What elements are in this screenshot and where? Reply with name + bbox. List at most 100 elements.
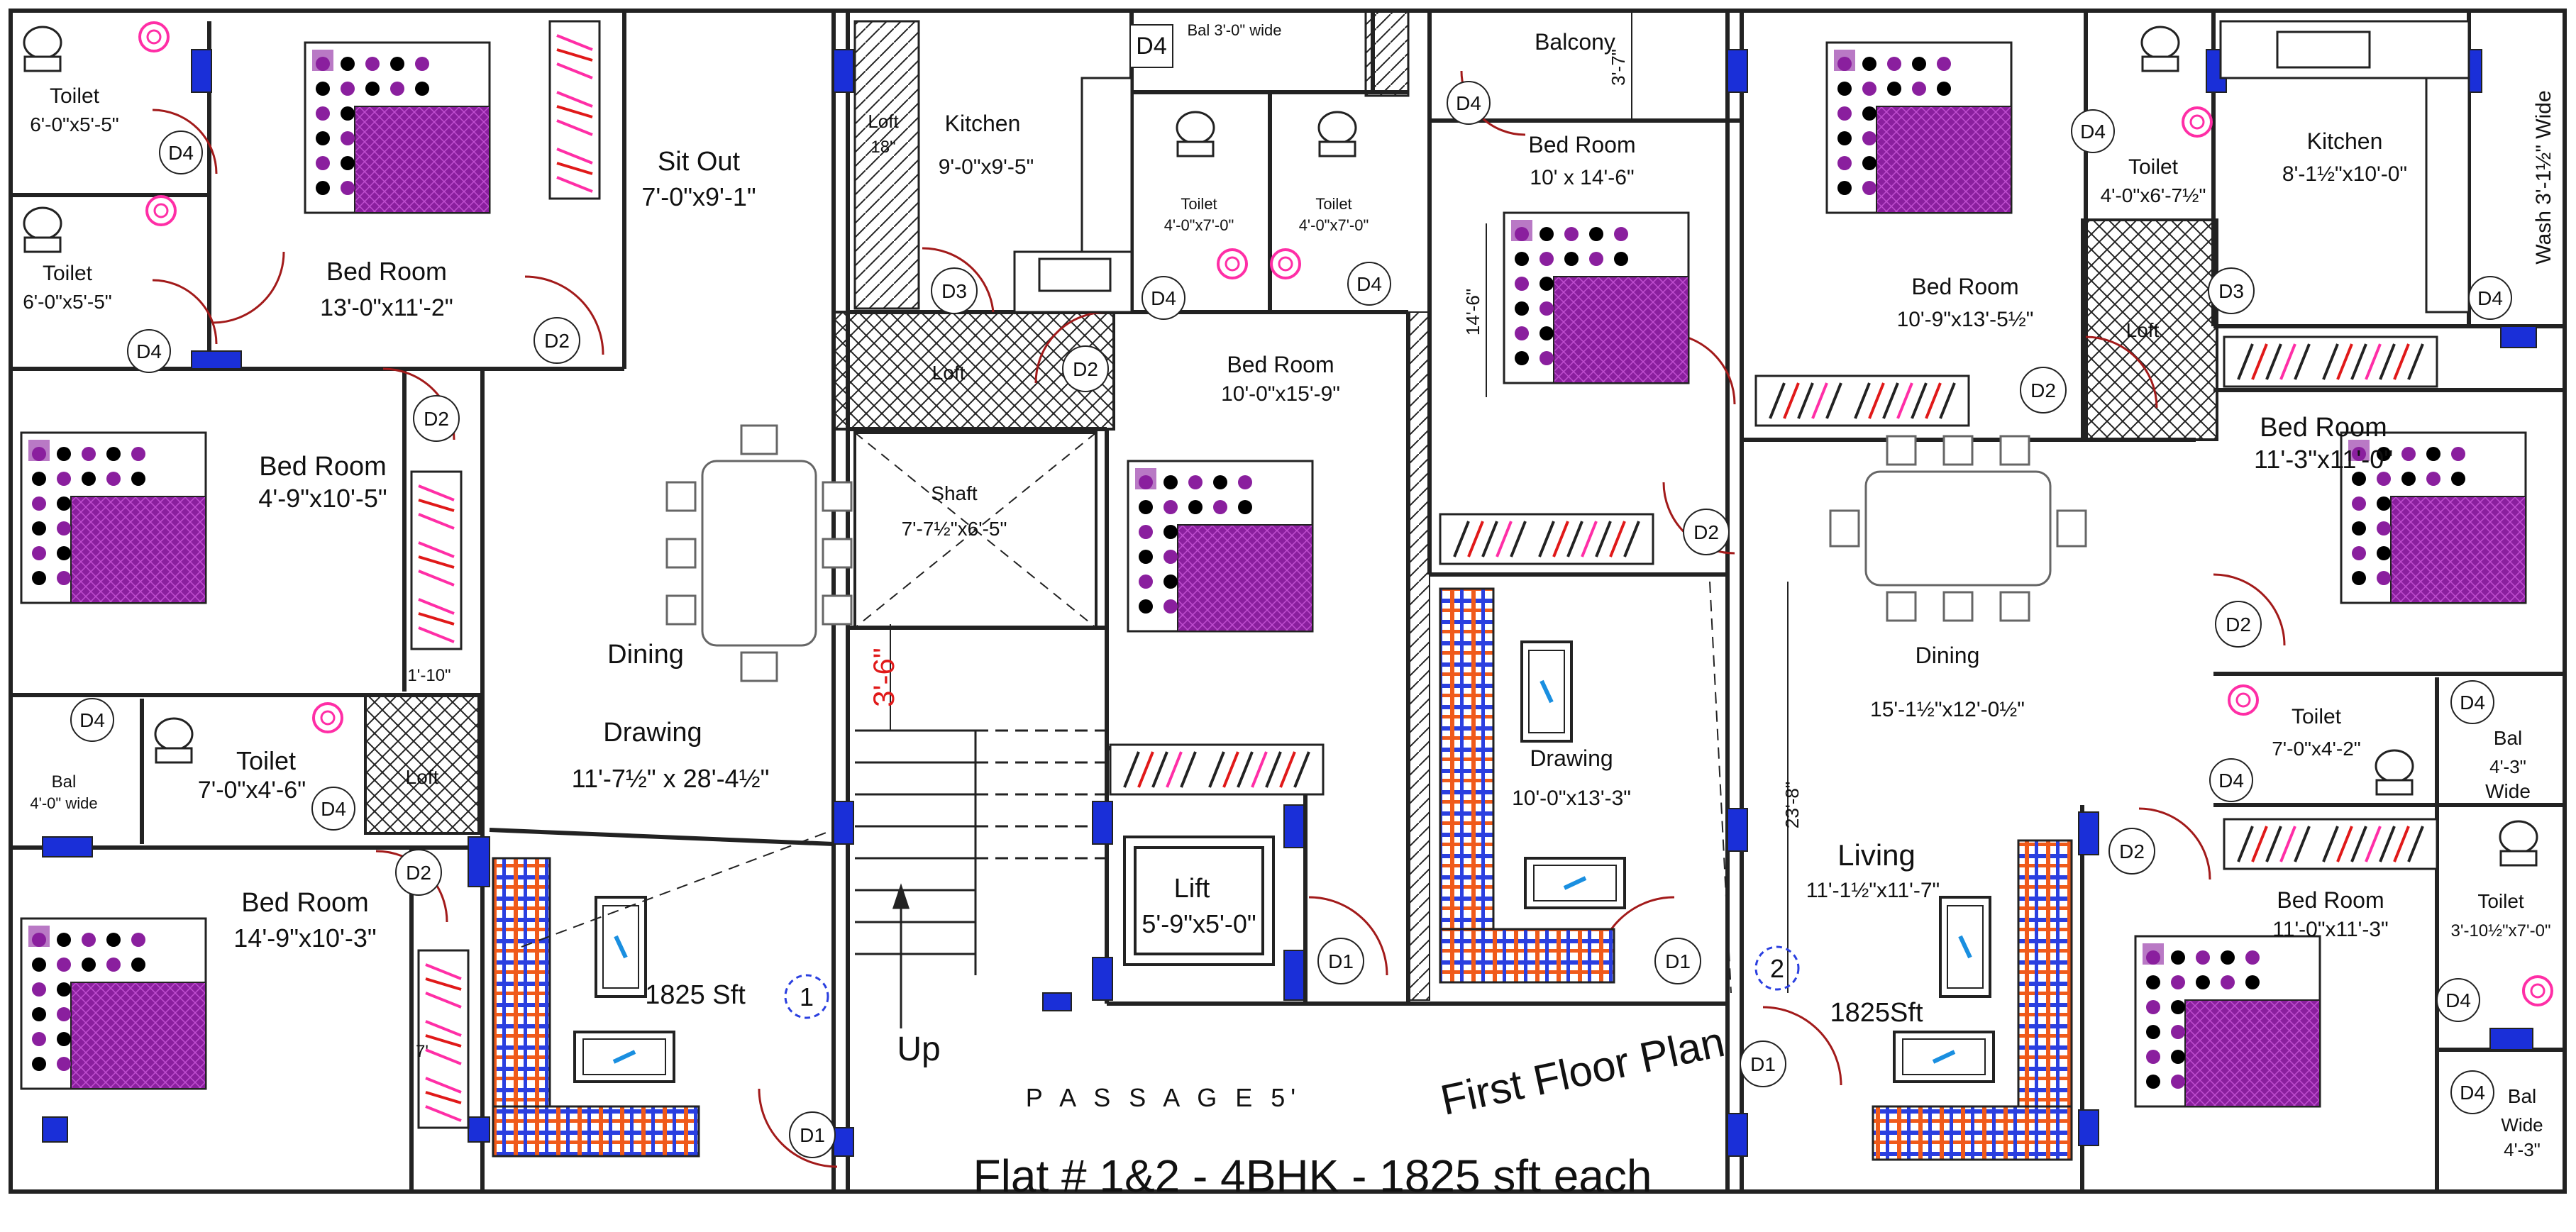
dimension-lines [521,11,1789,994]
door-label: D2 [544,330,570,352]
room-name: Dining [607,640,684,670]
room-size: 13'-0"x11'-2" [320,294,453,321]
toilet-icon [1176,111,1215,157]
loft-label: Loft [406,766,439,788]
room-name: Toilet [2477,890,2524,912]
door-tag: D4 [2468,276,2512,320]
room-name: Bal [2508,1085,2536,1107]
coffee-table-icon [575,1032,674,1082]
dim-label: 14'-6" [1462,289,1483,335]
door-tag: D4 [2436,978,2480,1022]
door-tag: D2 [395,849,442,896]
room-name: Dining [1916,643,1980,668]
door-label: D1 [800,1124,825,1146]
loft-label: Loft [932,362,966,384]
basin-icon [2182,106,2213,138]
door-label: D4 [321,798,346,820]
plan-label: First Floor Plan [1437,1018,1729,1124]
room-name: Toilet [1315,195,1351,213]
room-size: 4'-0"x7'-0" [1164,216,1234,234]
up-label: Up [897,1031,940,1068]
toilet-icon [1317,111,1357,157]
room-size: 5'-9"x5'-0" [1141,909,1256,938]
dim-label: 1'-10" [407,666,450,685]
door-label: D2 [1073,358,1098,380]
room-size: 7'-0"x9'-1" [641,182,756,211]
door-tag: D2 [2020,367,2067,414]
stair-dimension: 3'-6" [867,648,900,707]
room-name: Bed Room [241,888,369,918]
door-label: D4 [2477,287,2503,309]
door-tag: D2 [2108,828,2155,875]
column-hatch [1408,311,1430,1001]
loft-size: 18" [870,138,895,157]
room-size: 10' x 14'-6" [1530,166,1634,189]
flat-2-marker [1754,945,1800,991]
coffee-table-icon [1894,1032,1994,1082]
room-size: 11'-3"x11'-0" [2254,445,2393,474]
door-tag: D4 [2209,758,2253,802]
basin-icon [138,21,170,52]
door-label: D1 [1328,950,1354,972]
door-label: D1 [1750,1053,1776,1075]
wardrobe-icon [2223,335,2438,388]
door-label: D3 [941,280,967,302]
bed-icon [304,41,491,214]
door-tag: D4 [1129,24,1173,68]
basin-icon [1217,248,1248,279]
bed-icon [1503,211,1690,384]
door-label: D4 [136,340,162,362]
basin-icon [2522,975,2553,1006]
shaft [853,431,1098,629]
room-size: 11'-1½"x11'-7" [1806,879,1940,902]
flat-1-number: 1 [800,982,814,1011]
room-size: 14'-9"x10'-3" [233,923,376,953]
room-name: Shaft [931,482,978,504]
door-tag: D1 [789,1111,836,1158]
room-name: Toilet [2128,155,2179,179]
room-name: Kitchen [2307,128,2383,154]
room-name: Bed Room [1911,274,2018,299]
door-label: D4 [2080,121,2106,143]
bed-icon [1127,460,1314,633]
room-size: 15'-1½"x12'-0½" [1870,698,2025,721]
toilet-icon [2375,749,2414,796]
duct-hatch [1364,9,1410,97]
door-tag: D3 [931,267,978,314]
toilet-icon [2499,820,2538,867]
coffee-table-icon [596,897,646,997]
flat-area: 1825 Sft [645,980,746,1010]
basin-icon [2228,684,2259,716]
door-label: D2 [2030,379,2056,401]
door-tag: D4 [2071,109,2115,153]
sofa [492,587,2073,1161]
door-tag: D3 [2208,267,2255,314]
kitchen-counter [1013,20,2470,313]
room-size: 4'-3" [2504,1139,2541,1160]
door-tag: D1 [1654,938,1701,984]
toilet-icon [23,206,62,253]
door-label: D4 [2460,1082,2485,1104]
basin-icon [145,195,177,226]
room-name: Bal [52,772,77,792]
bed-icon [20,431,207,604]
loft-hatch-left [364,694,480,835]
loft-hatch-right [2081,218,2218,441]
room-name: Sit Out [658,147,741,177]
toilet-icon [154,717,194,764]
wardrobe-icon [2223,818,2438,870]
room-name: Bed Room [2277,887,2384,913]
wardrobe-icon [417,949,470,1129]
room-size: 6'-0"x5'-5" [30,113,119,135]
loft-label: Loft [868,111,899,132]
wardrobe-icon [1109,743,1325,796]
loft-label: Loft [2126,319,2160,341]
bed-icon [20,917,207,1090]
room-size: 6'-0"x5'-5" [23,291,112,313]
door-tag: D2 [413,395,460,442]
passage-label: P A S S A G E 5' [1026,1083,1301,1112]
door-tag: D1 [1317,938,1364,984]
room-size: 4'-9"x10'-5" [258,484,387,513]
room-size: 4'-0"x6'-7½" [2101,184,2206,206]
door-label: D3 [2218,280,2244,302]
